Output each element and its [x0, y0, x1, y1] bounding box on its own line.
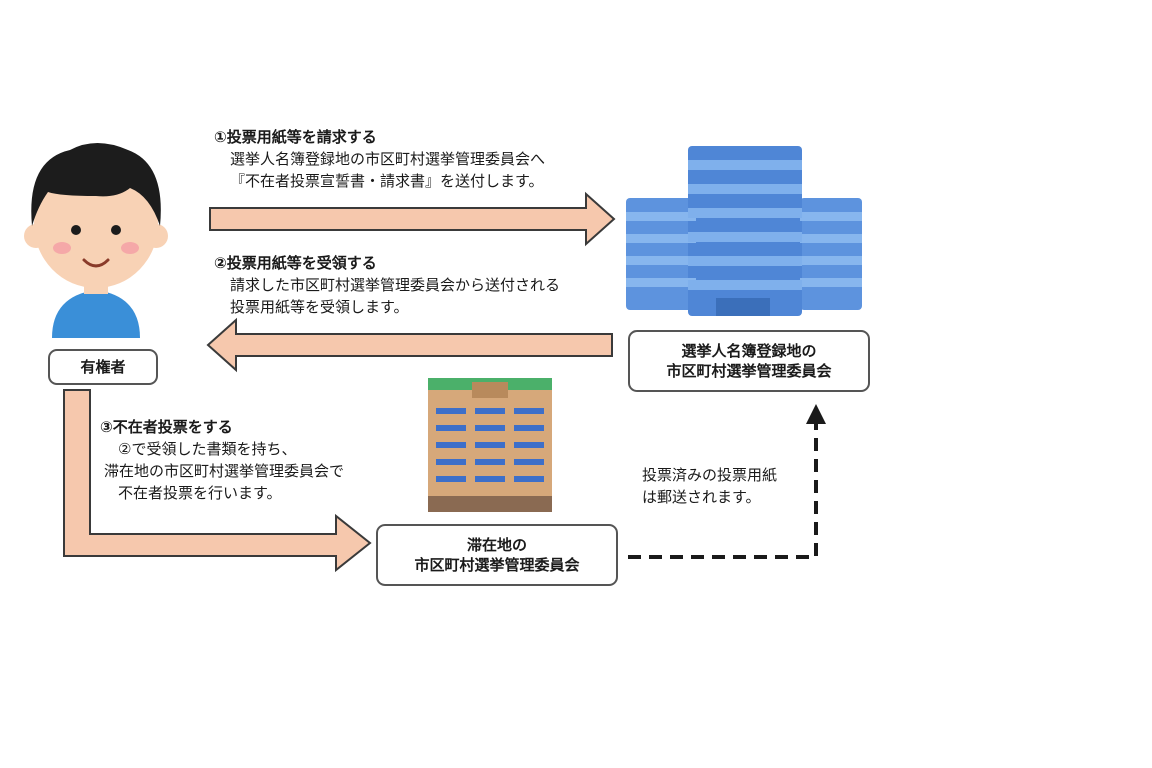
- step1-line2: 『不在者投票宣誓書・請求書』を送付します。: [230, 172, 544, 190]
- step1-line1: 選挙人名簿登録地の市区町村選挙管理委員会へ: [230, 150, 546, 168]
- request-arrow: [209, 191, 616, 247]
- receive-arrow: [206, 317, 613, 373]
- apartment-building-icon: [428, 378, 552, 512]
- mail-note-line2: は郵送されます。: [642, 488, 761, 506]
- vote-arrow: [63, 389, 372, 573]
- local-office-line1: 滞在地の: [466, 536, 527, 554]
- mail-dashed-arrow: [628, 424, 818, 559]
- office-building-icon: [626, 146, 862, 316]
- registry-office-line1: 選挙人名簿登録地の: [681, 342, 817, 360]
- person-icon: [24, 143, 168, 338]
- step2-line1: 請求した市区町村選挙管理委員会から送付される: [230, 276, 561, 294]
- step3-line1: ②で受領した書類を持ち、: [118, 440, 297, 458]
- step3-line2: 滞在地の市区町村選挙管理委員会で: [104, 462, 345, 480]
- mail-arrowhead: [806, 404, 826, 424]
- step2-title: ②投票用紙等を受領する: [214, 254, 377, 272]
- voter-label: 有権者: [80, 358, 126, 376]
- registry-office-line2: 市区町村選挙管理委員会: [666, 362, 832, 380]
- step2-line2: 投票用紙等を受領します。: [230, 298, 409, 316]
- step1-title: ①投票用紙等を請求する: [214, 128, 377, 146]
- local-office-line2: 市区町村選挙管理委員会: [414, 556, 580, 574]
- registry-office-box: 選挙人名簿登録地の 市区町村選挙管理委員会: [628, 330, 870, 392]
- local-office-box: 滞在地の 市区町村選挙管理委員会: [376, 524, 618, 586]
- step3-title: ③不在者投票をする: [100, 418, 233, 436]
- step3-line3: 不在者投票を行います。: [118, 484, 282, 502]
- mail-note-line1: 投票済みの投票用紙: [642, 466, 778, 484]
- voter-label-box: 有権者: [48, 349, 158, 385]
